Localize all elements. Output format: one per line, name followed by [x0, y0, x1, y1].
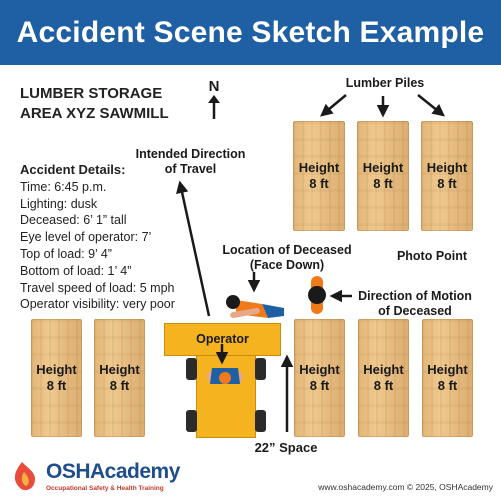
accident-details: Accident Details: Time: 6:45 p.m. Lighti…: [20, 162, 175, 313]
copyright-text: www.oshacademy.com © 2025, OSHAcademy: [318, 482, 493, 492]
operator-label: Operator: [196, 332, 249, 346]
area-label-line-2: AREA XYZ SAWMILL: [20, 105, 169, 122]
area-label-line-1: LUMBER STORAGE: [20, 85, 163, 102]
deceased-figure: [226, 295, 284, 319]
detail-deceased: Deceased: 6’ 1” tall: [20, 213, 127, 228]
page-title: Accident Scene Sketch Example: [16, 15, 485, 49]
pile-height-label: Height 8 ft: [99, 362, 140, 393]
lumber-piles-arrows: [320, 94, 445, 118]
motion-direction-line-2: of Deceased: [378, 304, 452, 318]
detail-travel-speed: Travel speed of load: 5 mph: [20, 280, 175, 295]
title-bar: Accident Scene Sketch Example: [0, 0, 501, 65]
north-label: N: [208, 78, 220, 95]
lumber-pile-bottom-3: Height 8 ft: [294, 319, 345, 437]
detail-bottom-of-load: Bottom of load: 1’ 4”: [20, 263, 132, 278]
forklift-wheel-front-right: [255, 358, 266, 380]
pile-height-label: Height 8 ft: [362, 160, 404, 191]
pile-height-label: Height 8 ft: [298, 160, 340, 191]
forklift-load: Operator: [164, 323, 281, 356]
intended-direction-line-1: Intended Direction: [135, 147, 246, 161]
detail-lighting: Lighting: dusk: [20, 196, 98, 211]
lumber-pile-top-2: Height 8 ft: [357, 121, 409, 231]
motion-direction-label: Direction of Motion of Deceased: [352, 289, 478, 319]
detail-top-of-load: Top of load: 9’ 4”: [20, 246, 112, 261]
pile-height-label: Height 8 ft: [427, 362, 468, 393]
accident-details-heading: Accident Details:: [20, 162, 126, 177]
intended-direction-label: Intended Direction of Travel: [128, 147, 253, 177]
logo-subtext: Occupational Safety & Health Training: [46, 485, 164, 492]
detail-eye-level: Eye level of operator: 7’: [20, 230, 152, 245]
detail-time: Time: 6:45 p.m.: [20, 179, 107, 194]
photo-point-label: Photo Point: [396, 249, 468, 263]
lumber-pile-bottom-4: Height 8 ft: [358, 319, 409, 437]
logo-text: OSHAcademy: [46, 460, 180, 483]
intended-direction-arrow: [176, 180, 211, 317]
north-arrow-icon: [208, 95, 220, 119]
lumber-pile-top-1: Height 8 ft: [293, 121, 345, 231]
forklift-wheel-rear-left: [186, 410, 197, 432]
pile-height-label: Height 8 ft: [426, 160, 468, 191]
area-label: LUMBER STORAGE AREA XYZ SAWMILL: [20, 84, 169, 124]
forklift-wheel-front-left: [186, 358, 197, 380]
pile-height-label: Height 8 ft: [36, 362, 77, 393]
lumber-pile-bottom-1: Height 8 ft: [31, 319, 82, 437]
space-label: 22” Space: [254, 440, 318, 455]
lumber-pile-top-3: Height 8 ft: [421, 121, 473, 231]
deceased-location-line-2: (Face Down): [249, 258, 325, 272]
north-indicator: N: [204, 78, 224, 124]
lumber-pile-bottom-2: Height 8 ft: [94, 319, 145, 437]
motion-direction-line-1: Direction of Motion: [358, 289, 472, 303]
detail-visibility: Operator visibility: very poor: [20, 297, 175, 312]
photo-point-icon: [308, 276, 326, 314]
deceased-location-line-1: Location of Deceased: [222, 243, 352, 257]
intended-direction-line-2: of Travel: [164, 162, 217, 176]
deceased-location-label: Location of Deceased (Face Down): [212, 243, 362, 273]
forklift-wheel-rear-right: [255, 410, 266, 432]
pile-height-label: Height 8 ft: [363, 362, 404, 393]
footer-logo: OSHAcademy Occupational Safety & Health …: [8, 458, 180, 496]
lumber-piles-label: Lumber Piles: [345, 76, 425, 90]
lumber-pile-bottom-5: Height 8 ft: [422, 319, 473, 437]
pile-height-label: Height 8 ft: [299, 362, 340, 393]
